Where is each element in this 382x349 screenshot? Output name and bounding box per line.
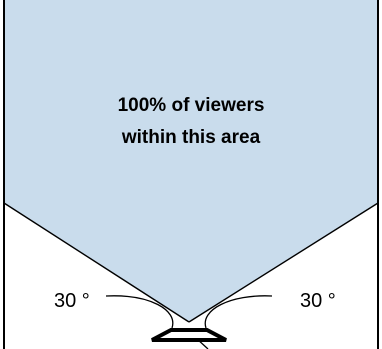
area-label-line-2: within this area (121, 127, 261, 148)
viewing-area (4, 0, 378, 322)
area-label-line-1: 100% of viewers (118, 95, 265, 116)
viewer-base-shape (151, 328, 227, 342)
cone-right-boundary (188, 202, 379, 323)
cone-left-boundary (3, 202, 190, 323)
right-angle-label: 30 ° (300, 290, 336, 312)
right-angle-arc (204, 295, 273, 329)
left-angle-label: 30 ° (54, 290, 90, 312)
left-angle-arc (105, 295, 174, 329)
